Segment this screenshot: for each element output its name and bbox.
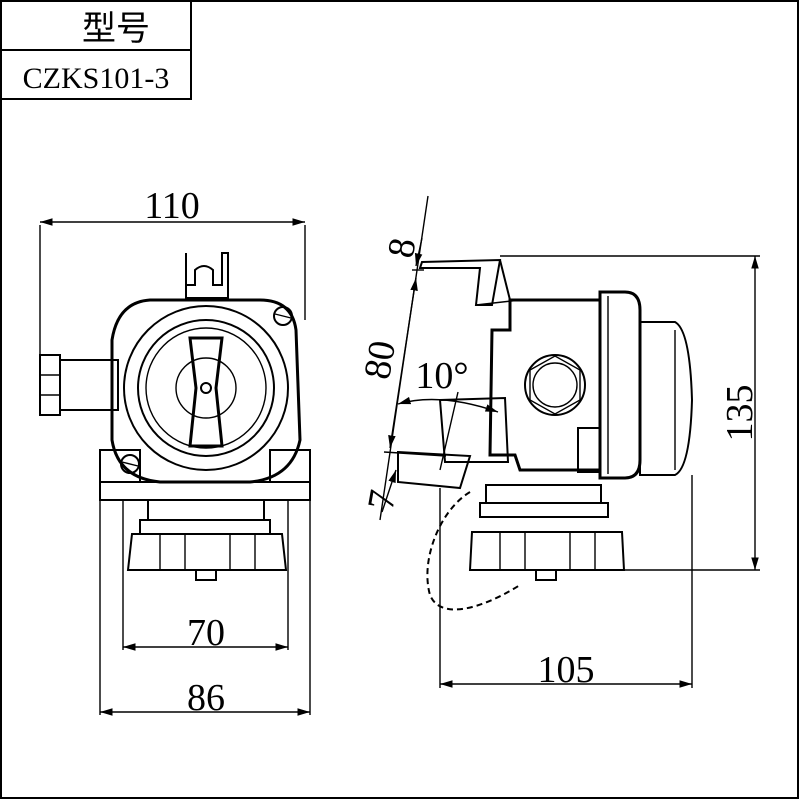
dim-mount-inner: 70 — [187, 612, 225, 654]
side-socket-nut — [468, 531, 626, 571]
title-block: 型号 CZKS101-3 — [0, 0, 192, 100]
dim-tilt-angle: 10° — [415, 355, 468, 397]
dim-side-top-offset: 8 — [380, 235, 425, 261]
socket-nut — [126, 533, 288, 571]
front-view — [39, 252, 311, 715]
side-gland-hex — [524, 354, 586, 416]
title-block-header: 型号 — [82, 11, 150, 48]
top-mounting-tab — [185, 252, 229, 299]
dim-angle-arc — [397, 396, 499, 413]
dim-front-width: 110 — [144, 185, 200, 227]
cable-gland-left — [39, 354, 61, 416]
dim-side-slant-length: 80 — [356, 338, 404, 383]
rotary-handle — [188, 336, 224, 448]
dim-side-depth: 105 — [538, 649, 595, 691]
screw-top-right — [273, 306, 293, 326]
dust-cap-chain — [426, 491, 521, 611]
mount-plate — [99, 481, 311, 501]
front-dimensions: 110 70 86 — [39, 185, 310, 719]
side-view — [397, 258, 694, 611]
dim-mount-outer: 86 — [187, 677, 225, 719]
dim-side-height: 135 — [719, 385, 761, 442]
front-bezel-outer — [123, 305, 289, 471]
lower-flap — [438, 396, 510, 463]
side-cap — [639, 321, 694, 476]
title-block-model: CZKS101-3 — [23, 62, 170, 95]
side-dimensions: 135 105 8 80 7 10° — [356, 195, 761, 691]
side-flange — [598, 290, 642, 480]
front-bezel-inner — [137, 319, 275, 457]
dim-side-bottom-offset: 7 — [360, 487, 405, 513]
hinge-clip — [577, 427, 601, 473]
lid-top — [418, 258, 502, 306]
